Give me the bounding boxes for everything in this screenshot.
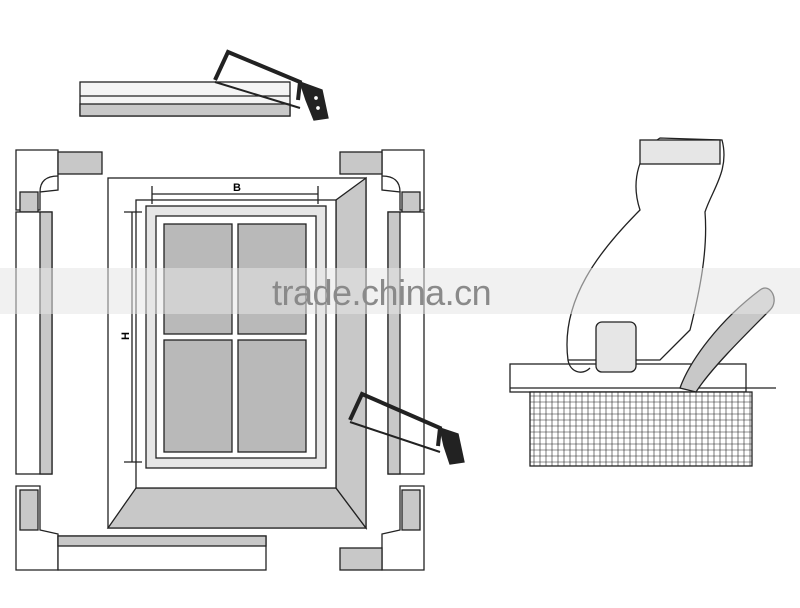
dimension-label-height: H (120, 332, 132, 340)
corner-top-right (339, 149, 425, 213)
watermark: trade.china.cn (272, 272, 492, 313)
corner-top-left (15, 149, 103, 213)
corner-bottom-left (15, 485, 267, 571)
left-profile (15, 211, 53, 475)
top-profile-cut (79, 81, 291, 117)
dimension-label-width: B (233, 182, 241, 194)
hacksaw-icon (348, 391, 465, 465)
watermark-band (0, 268, 800, 314)
right-profile (387, 211, 425, 475)
dimension-lines (124, 186, 319, 463)
corner-bottom-right (339, 485, 425, 571)
mesh-grid (530, 392, 752, 466)
hacksaw-icon (213, 49, 329, 121)
window-frame (106, 176, 368, 530)
